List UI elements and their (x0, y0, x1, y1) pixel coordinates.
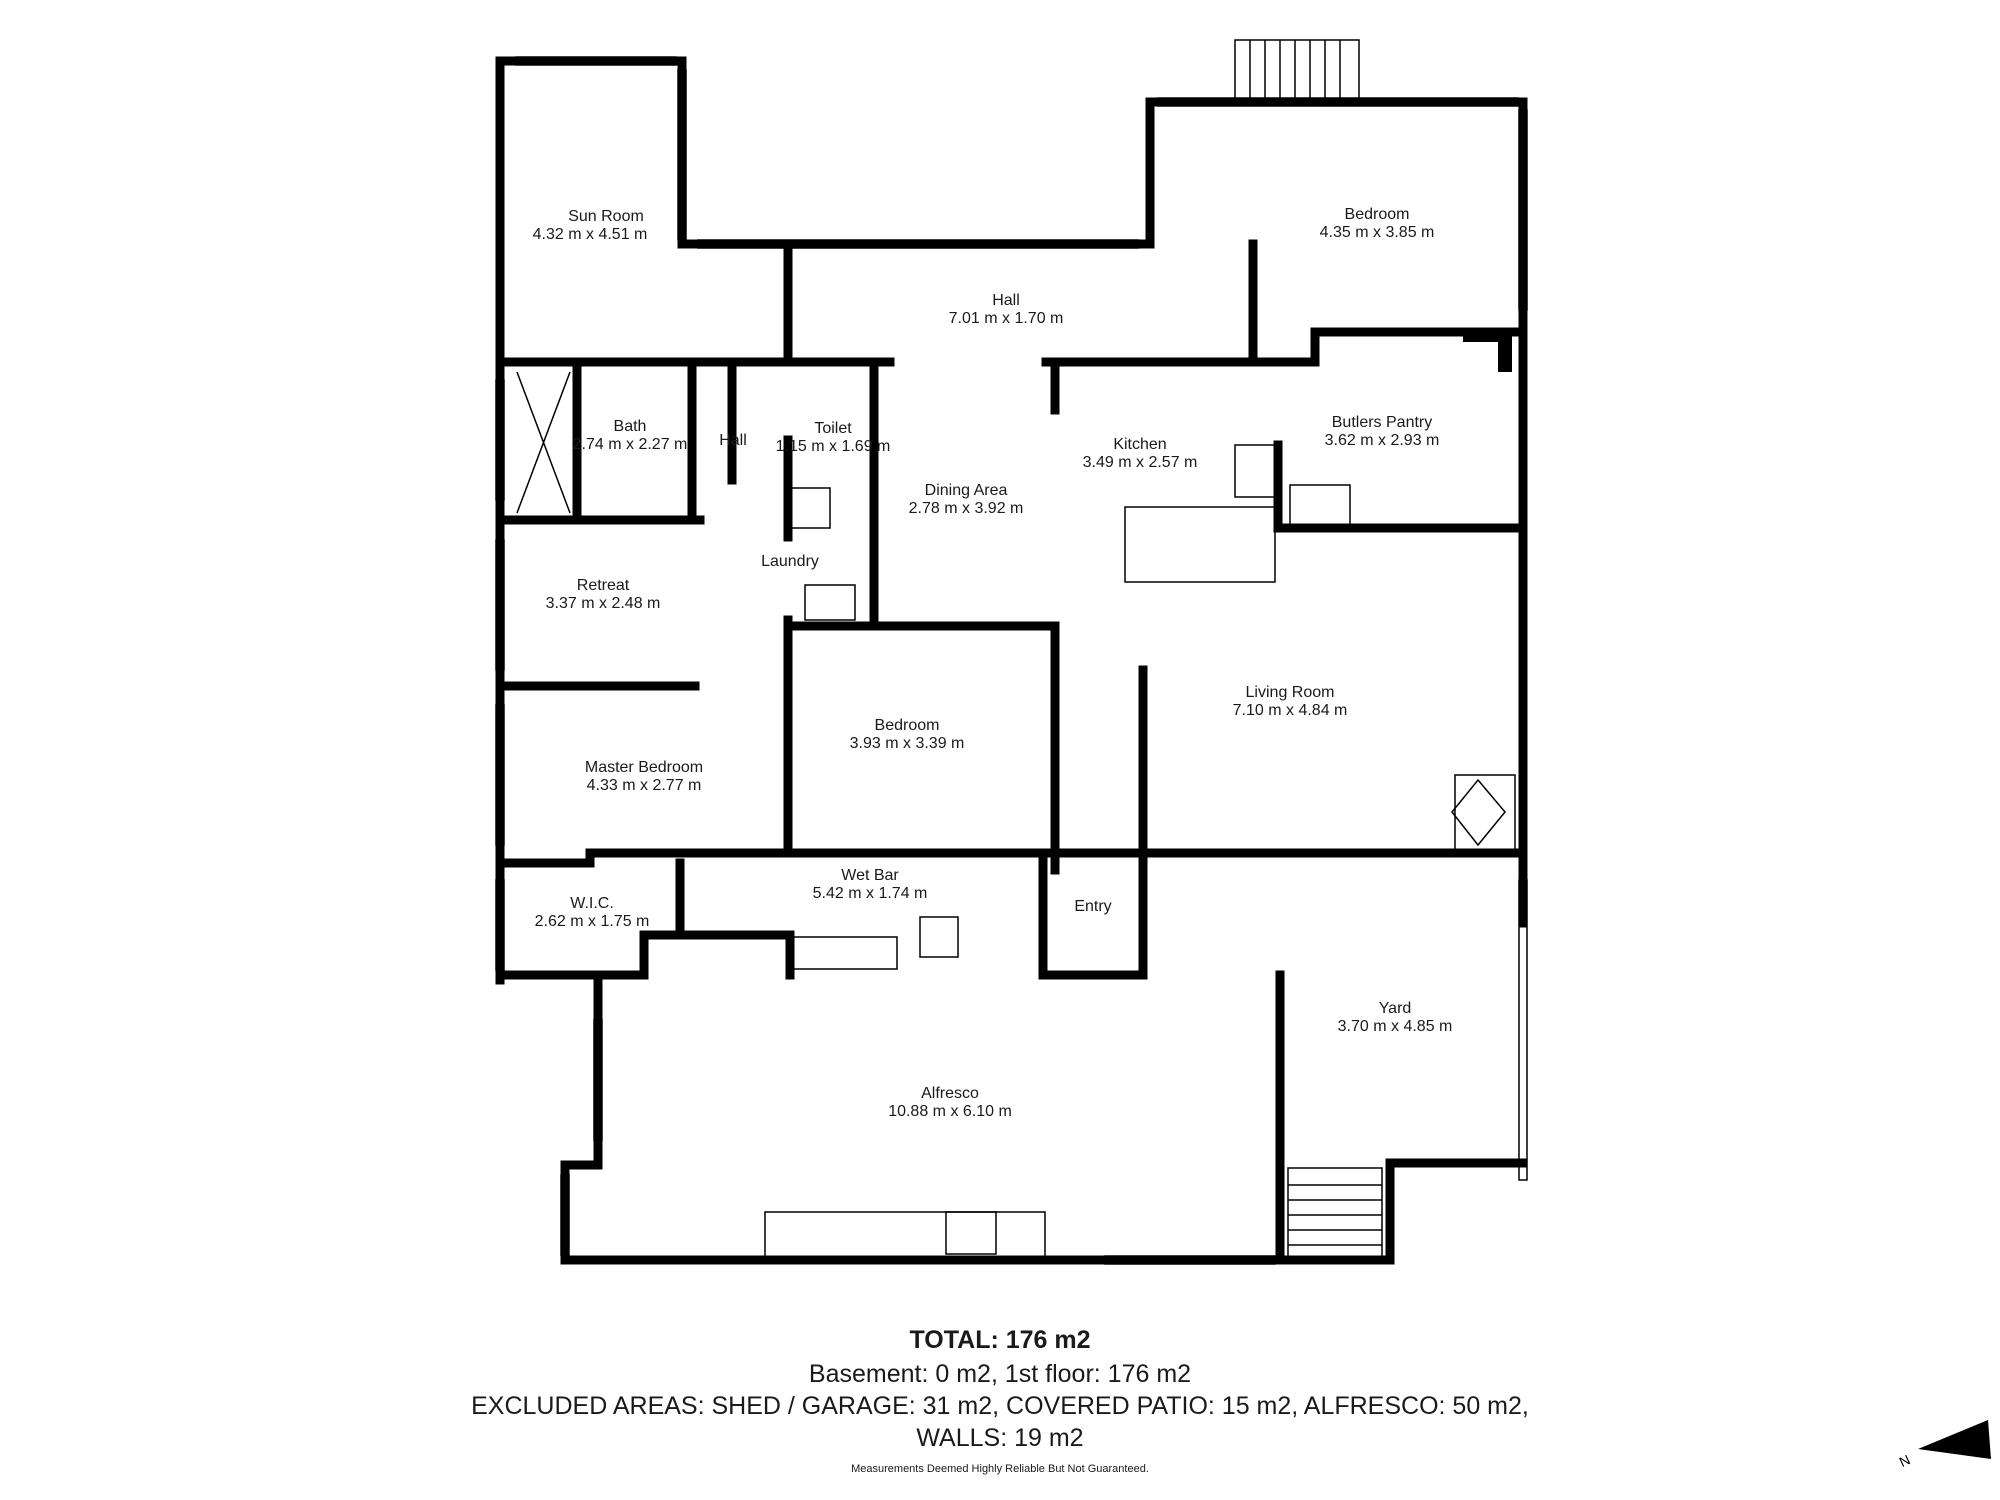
fixtures (516, 371, 1516, 1258)
stairs (1234, 39, 1383, 1261)
floor-areas: Basement: 0 m2, 1st floor: 176 m2 (808, 1360, 1192, 1388)
room-dimensions: 3.49 m x 2.57 m (1083, 454, 1198, 471)
room-labels: Sun Room 4.32 m x 4.51 m Bedroom 4.35 m … (533, 206, 1453, 1120)
room-label: Master Bedroom (585, 759, 703, 776)
room-dimensions: 3.93 m x 3.39 m (850, 735, 965, 752)
room-label: Entry (1074, 898, 1111, 915)
room-dimensions: 3.62 m x 2.93 m (1325, 432, 1440, 449)
room-label: Bedroom (875, 717, 940, 734)
room-label: Hall (992, 292, 1020, 309)
room-label: Bedroom (1345, 206, 1410, 223)
room-dimensions: 10.88 m x 6.10 m (888, 1103, 1012, 1120)
north-arrow-icon: N (1897, 1420, 1991, 1470)
excluded-areas: EXCLUDED AREAS: SHED / GARAGE: 31 m2, CO… (471, 1392, 1529, 1420)
room-dimensions: 4.33 m x 2.77 m (587, 777, 702, 794)
room-dimensions: 2.62 m x 1.75 m (535, 913, 650, 930)
room-label: Toilet (814, 420, 852, 437)
room-dimensions: 3.70 m x 4.85 m (1338, 1018, 1453, 1035)
room-label: Hall (719, 432, 747, 449)
room-dimensions: 5.42 m x 1.74 m (813, 885, 928, 902)
room-dimensions: 7.01 m x 1.70 m (949, 310, 1064, 327)
room-dimensions: 7.10 m x 4.84 m (1233, 702, 1348, 719)
compass-label: N (1897, 1451, 1913, 1470)
room-label: Butlers Pantry (1332, 414, 1432, 431)
room-label: Yard (1379, 1000, 1412, 1017)
disclaimer: Measurements Deemed Highly Reliable But … (851, 1463, 1149, 1475)
room-label: Wet Bar (841, 867, 899, 884)
room-label: Bath (614, 418, 647, 435)
room-dimensions: 3.37 m x 2.48 m (546, 595, 661, 612)
room-label: Laundry (761, 553, 819, 570)
walls-area: WALLS: 19 m2 (916, 1424, 1084, 1452)
room-label: Sun Room (568, 208, 644, 225)
room-dimensions: 4.32 m x 4.51 m (533, 226, 648, 243)
room-label: Dining Area (925, 482, 1008, 499)
room-dimensions: 2.78 m x 3.92 m (909, 500, 1024, 517)
room-label: Retreat (577, 577, 630, 594)
floor-plan: Sun Room 4.32 m x 4.51 m Bedroom 4.35 m … (495, 39, 1528, 1265)
room-label: Kitchen (1113, 436, 1166, 453)
room-label: Alfresco (921, 1085, 979, 1102)
room-label: W.I.C. (570, 895, 614, 912)
total-area: TOTAL: 176 m2 (909, 1326, 1091, 1354)
room-label: Living Room (1246, 684, 1335, 701)
windows (495, 56, 1528, 1265)
room-dimensions: 2.74 m x 2.27 m (573, 436, 688, 453)
room-dimensions: 4.35 m x 3.85 m (1320, 224, 1435, 241)
walls (495, 56, 1528, 1265)
room-dimensions: 1.15 m x 1.69 m (776, 438, 891, 455)
